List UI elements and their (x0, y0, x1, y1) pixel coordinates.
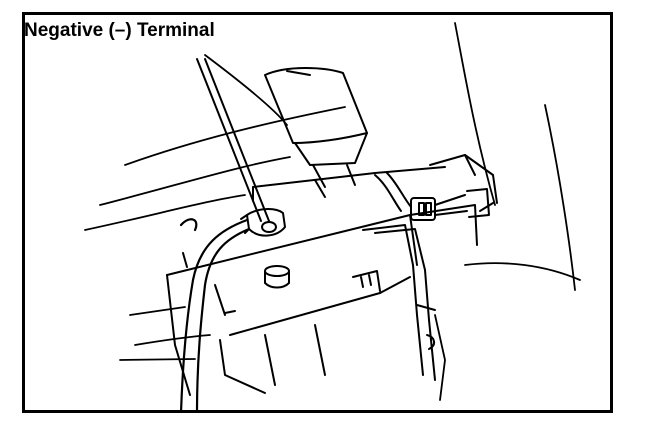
filler-cap (264, 67, 368, 188)
battery-bracket (252, 154, 498, 212)
engine-bay-drawing (84, 22, 581, 410)
negative-cable (179, 218, 251, 410)
battery-post (264, 265, 290, 289)
callout-leader (196, 58, 270, 222)
callout-label: Negative (–) Terminal (24, 20, 215, 41)
battery-body (166, 204, 478, 396)
hold-down-strap (362, 224, 436, 381)
figure-frame (22, 12, 613, 413)
wiring-harness (374, 172, 490, 221)
negative-terminal (240, 208, 286, 237)
background-lines (84, 22, 581, 401)
